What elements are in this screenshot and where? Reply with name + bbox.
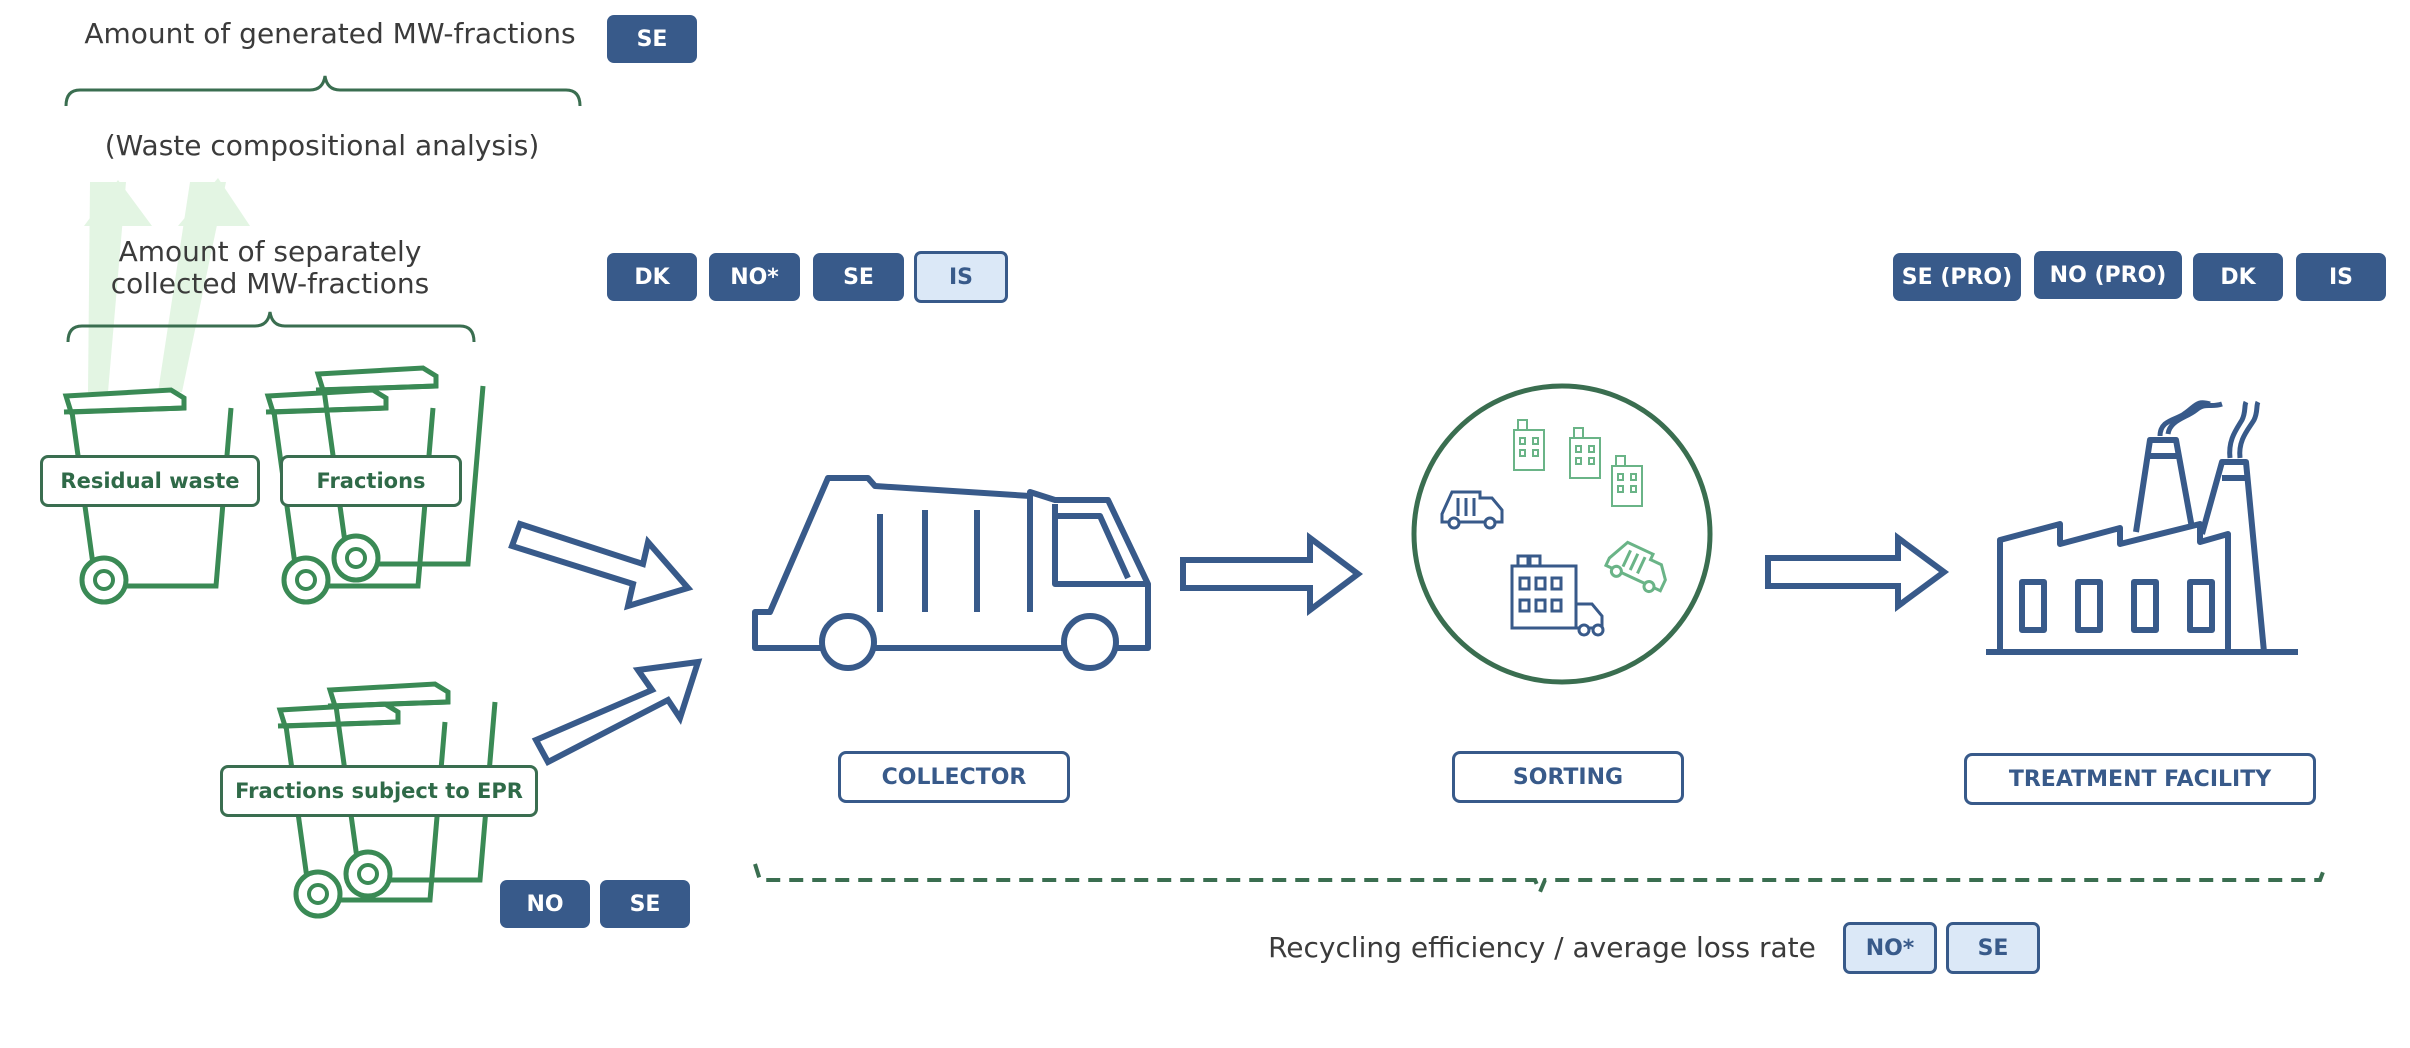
residual-waste-label: Residual waste <box>40 455 260 507</box>
truck-icon <box>1601 536 1675 598</box>
separately-label-line2: collected MW-fractions <box>110 267 430 301</box>
treatment-facility-label: TREATMENT FACILITY <box>1964 753 2316 805</box>
arrow-right-icon <box>1180 532 1363 616</box>
badge-no: NO* <box>709 253 800 301</box>
badge-se: SE <box>1946 922 2040 974</box>
badge-dk: DK <box>2193 253 2283 301</box>
brace-generated <box>64 75 582 107</box>
badge-no: NO* <box>1843 922 1937 974</box>
brace-separate <box>66 311 476 343</box>
generated-label: Amount of generated MW-fractions <box>84 17 576 50</box>
badge-is: IS <box>2296 253 2386 301</box>
pale-arrow-icon <box>84 178 250 392</box>
recycling-bracket <box>753 863 2328 898</box>
factory-icon <box>1986 400 2298 655</box>
recycling-label: Recycling efficiency / average loss rate <box>1268 931 1816 964</box>
collector-label: COLLECTOR <box>838 751 1070 803</box>
analysis-label: (Waste compositional analysis) <box>104 129 540 162</box>
sorting-label: SORTING <box>1452 751 1684 803</box>
truck-icon <box>1440 490 1504 530</box>
building-icon <box>1510 554 1605 637</box>
truck-icon <box>752 475 1151 671</box>
sorting-circle <box>1411 383 1713 685</box>
badge-no-pro: NO (PRO) <box>2034 251 2182 299</box>
badge-no: NO <box>500 880 590 928</box>
badge-dk: DK <box>607 253 697 301</box>
badge-se: SE <box>813 253 904 301</box>
building-icon <box>1513 419 1643 507</box>
arrow-right-icon <box>531 658 703 767</box>
badge-se: SE <box>600 880 690 928</box>
badge-is: IS <box>914 251 1008 303</box>
fractions-label: Fractions <box>280 455 462 507</box>
epr-fractions-label: Fractions subject to EPR <box>220 765 538 817</box>
separately-label-line1: Amount of separately <box>118 235 422 268</box>
arrow-right-icon <box>508 520 694 611</box>
badge-se: SE <box>607 15 697 63</box>
badge-se-pro: SE (PRO) <box>1893 253 2021 301</box>
arrow-right-icon <box>1765 532 1950 612</box>
separately-label: Amount of separately collected MW-fracti… <box>60 235 480 301</box>
